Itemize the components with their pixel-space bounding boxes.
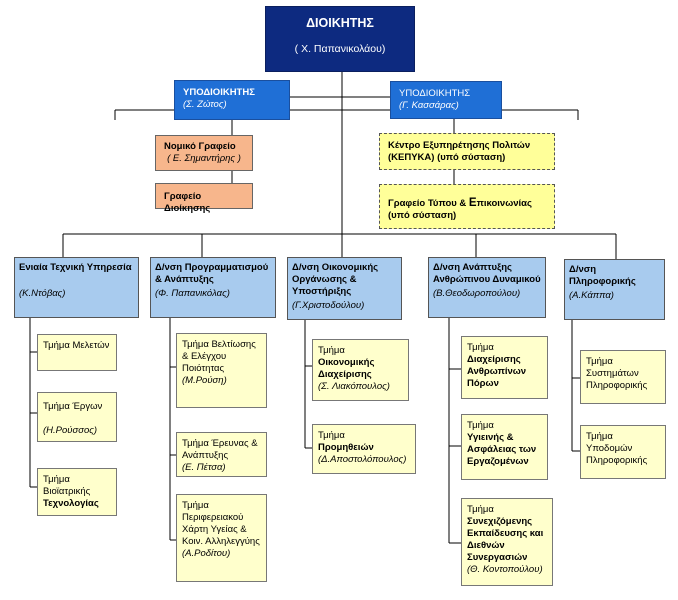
section-title: Τμήμα xyxy=(467,504,494,515)
kepyka-office-box: Κέντρο Εξυπηρέτησης Πολιτών (ΚΕΠΥΚΑ) (υπ… xyxy=(379,133,555,170)
section-title: Τμήμα Έργων xyxy=(43,401,103,412)
section-head: (Ε. Πέτσα) xyxy=(182,462,226,473)
directorate-box: Δ/νση Ανάπτυξης Ανθρώπινου Δυναμικού (Β.… xyxy=(428,257,546,318)
directorate-title: Δ/νση Οικονομικής Οργάνωσης & Υποστήριξη… xyxy=(292,262,379,297)
legal-office-title: Νομικό Γραφείο xyxy=(164,141,236,152)
deputy-box-left: ΥΠΟΔΙΟΙΚΗΤΗΣ (Σ. Ζώτος) xyxy=(174,80,290,120)
section-title: Τμήμα Μελετών xyxy=(43,340,110,351)
directorate-box: Δ/νση Οικονομικής Οργάνωσης & Υποστήριξη… xyxy=(287,257,402,320)
press-office-status: (υπό σύσταση) xyxy=(388,210,457,221)
section-box: Τμήμα Έρευνας & Ανάπτυξης (Ε. Πέτσα) xyxy=(176,432,267,477)
section-title: Τμήμα Έρευνας & Ανάπτυξης xyxy=(182,438,258,461)
section-head: (Η.Ρούσσος) xyxy=(43,425,98,436)
section-head: (Δ.Αποστολόπουλος) xyxy=(318,454,407,465)
section-head: (Θ. Κοντοπούλου) xyxy=(467,564,543,575)
kepyka-office-title: Κέντρο Εξυπηρέτησης Πολιτών (ΚΕΠΥΚΑ) (υπ… xyxy=(388,140,531,163)
section-box: Τμήμα Οικονομικής Διαχείρισης (Σ. Λιακόπ… xyxy=(312,339,409,401)
section-box: Τμήμα Βιοϊατρικής Τεχνολογίας xyxy=(37,468,117,516)
admin-office-title: Γραφείο Διοίκησης xyxy=(164,191,211,214)
press-office-title: Γραφείο Τύπου & Επικοινωνίας xyxy=(388,197,532,209)
directorate-box: Δ/νση Προγραμματισμού & Ανάπτυξης (Φ. Πα… xyxy=(150,257,276,318)
legal-office-box: Νομικό Γραφείο ( Ε. Σημαντήρης ) xyxy=(155,135,253,171)
section-box: Τμήμα Προμηθειών (Δ.Αποστολόπουλος) xyxy=(312,424,416,474)
section-title: Τμήμα Βελτίωσης & Ελέγχου Ποιότητας xyxy=(182,339,256,374)
section-box: Τμήμα Διαχείρισης Ανθρωπίνων Πόρων xyxy=(461,336,548,399)
director-title: ΔΙΟΙΚΗΤΗΣ xyxy=(306,16,374,30)
deputy-box-right: ΥΠΟΔΙΟΙΚΗΤΗΣ (Γ. Κασσάρας) xyxy=(390,81,502,119)
press-office-box: Γραφείο Τύπου & Επικοινωνίας (υπό σύστασ… xyxy=(379,184,555,229)
section-title: Τμήμα Υποδομών Πληροφορικής xyxy=(586,431,648,466)
section-title-bold: Διαχείρισης Ανθρωπίνων Πόρων xyxy=(467,354,527,389)
section-title: Τμήμα xyxy=(467,342,494,353)
directorate-title: Ενιαία Τεχνική Υπηρεσία xyxy=(19,262,132,273)
section-box: Τμήμα Βελτίωσης & Ελέγχου Ποιότητας (Μ.Ρ… xyxy=(176,333,267,408)
directorate-title: Δ/νση Προγραμματισμού & Ανάπτυξης xyxy=(155,262,269,285)
section-box: Τμήμα Συνεχιζόμενης Εκπαίδευσης και Διεθ… xyxy=(461,498,553,586)
section-title-bold: Τεχνολογίας xyxy=(43,498,99,509)
deputy-name: (Γ. Κασσάρας) xyxy=(399,100,459,111)
section-title: Τμήμα Περιφερειακού Χάρτη Υγείας & Κοιν.… xyxy=(182,500,260,547)
directorate-head: (Φ. Παπανικόλας) xyxy=(155,288,230,299)
section-title: Τμήμα Συστημάτων Πληροφορικής xyxy=(586,356,648,391)
directorate-box: Ενιαία Τεχνική Υπηρεσία (Κ.Ντόβας) xyxy=(14,257,139,318)
directorate-title: Δ/νση Ανάπτυξης Ανθρώπινου Δυναμικού xyxy=(433,262,541,285)
directorate-title: Δ/νση Πληροφορικής xyxy=(569,264,636,287)
directorate-head: (Β.Θεοδωροπούλου) xyxy=(433,288,521,299)
deputy-name: (Σ. Ζώτος) xyxy=(183,99,227,110)
directorate-head: (Α.Κάππα) xyxy=(569,290,614,301)
admin-office-box: Γραφείο Διοίκησης xyxy=(155,183,253,214)
legal-office-name: ( Ε. Σημαντήρης ) xyxy=(167,153,241,164)
section-title-bold: Συνεχιζόμενης Εκπαίδευσης και Διεθνών Συ… xyxy=(467,516,544,563)
section-title-bold: Υγιεινής & Ασφάλειας των Εργαζομένων xyxy=(467,432,537,467)
directorate-head: (Κ.Ντόβας) xyxy=(19,288,66,299)
deputy-title: ΥΠΟΔΙΟΙΚΗΤΗΣ xyxy=(183,87,255,98)
section-box: Τμήμα Υποδομών Πληροφορικής xyxy=(580,425,666,479)
section-head: (Μ.Ρούση) xyxy=(182,375,227,386)
section-box: Τμήμα Έργων (Η.Ρούσσος) xyxy=(37,392,117,442)
section-title: Τμήμα xyxy=(467,420,494,431)
section-title-bold: Οικονομικής Διαχείρισης xyxy=(318,357,375,380)
director-box: ΔΙΟΙΚΗΤΗΣ ( Χ. Παπανικολάου) xyxy=(265,6,415,72)
section-box: Τμήμα Μελετών xyxy=(37,334,117,371)
section-title: Τμήμα xyxy=(318,345,345,356)
section-title: Τμήμα xyxy=(318,430,345,441)
section-box: Τμήμα Περιφερειακού Χάρτη Υγείας & Κοιν.… xyxy=(176,494,267,582)
section-title-bold: Προμηθειών xyxy=(318,442,374,453)
section-head: (Σ. Λιακόπουλος) xyxy=(318,381,390,392)
deputy-title: ΥΠΟΔΙΟΙΚΗΤΗΣ xyxy=(399,88,471,99)
directorate-head: (Γ.Χριστοδούλου) xyxy=(292,300,365,311)
section-box: Τμήμα Συστημάτων Πληροφορικής xyxy=(580,350,666,404)
section-title: Τμήμα Βιοϊατρικής xyxy=(43,474,91,497)
director-name: ( Χ. Παπανικολάου) xyxy=(294,43,386,55)
section-head: (Α.Ροδίτου) xyxy=(182,548,231,559)
directorate-box: Δ/νση Πληροφορικής (Α.Κάππα) xyxy=(564,259,665,320)
section-box: Τμήμα Υγιεινής & Ασφάλειας των Εργαζομέν… xyxy=(461,414,548,480)
